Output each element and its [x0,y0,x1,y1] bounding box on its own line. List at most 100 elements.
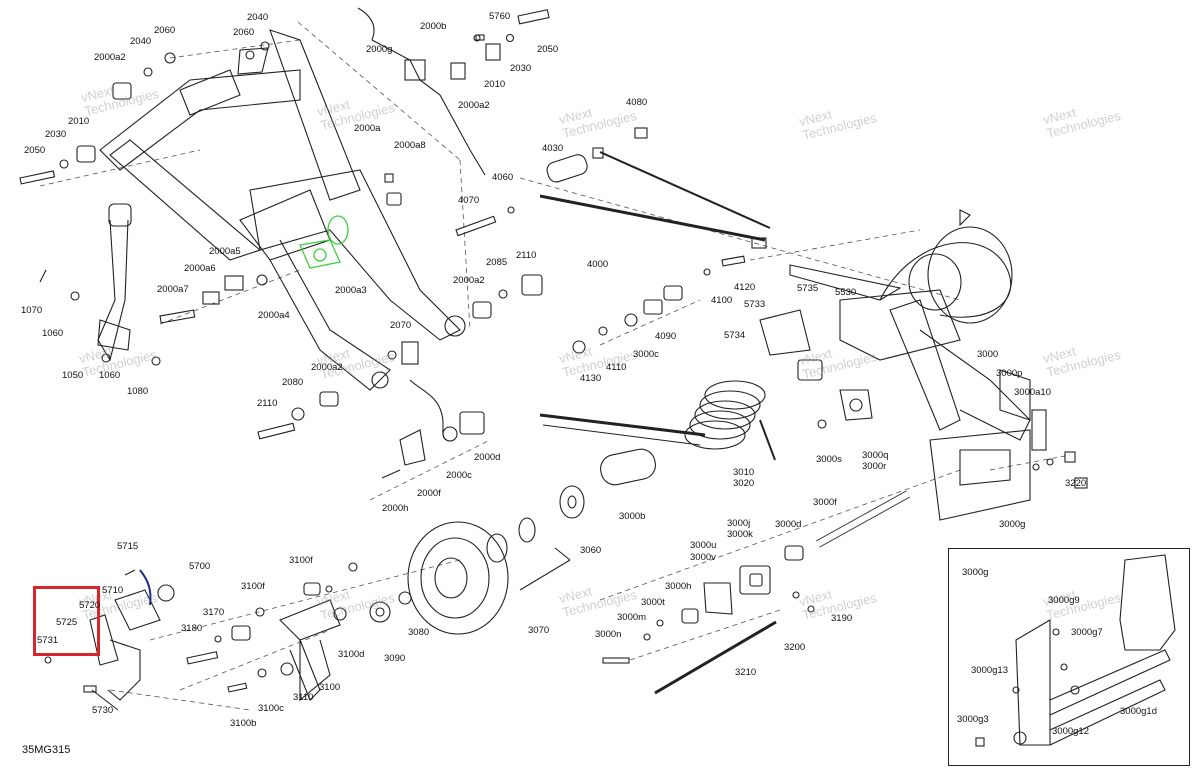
callout-label[interactable]: 2010 [484,79,506,90]
callout-label[interactable]: 2085 [486,257,508,268]
callout-label[interactable]: 3000d [775,519,802,530]
callout-label[interactable]: 3000u [690,540,717,551]
callout-label[interactable]: 2000h [382,503,409,514]
callout-label[interactable]: 3110 [293,692,314,703]
callout-label[interactable]: 2040 [130,36,152,47]
callout-label[interactable]: 3200 [784,642,806,653]
callout-label[interactable]: 3010 [733,467,755,478]
callout-label[interactable]: 4000 [587,259,609,270]
callout-label[interactable]: 3000s [816,454,842,465]
callout-label[interactable]: 3000g1d [1120,706,1157,717]
callout-label[interactable]: 3000j [727,518,751,529]
callout-label[interactable]: 3000h [665,581,692,592]
callout-label[interactable]: 2040 [247,12,269,23]
callout-label[interactable]: 3060 [580,545,602,556]
callout-label[interactable]: 2000b [420,21,447,32]
callout-label[interactable]: 3000g12 [1052,726,1089,737]
callout-label[interactable]: 3000n [595,629,622,640]
callout-label[interactable]: 3100b [230,718,257,729]
callout-label[interactable]: 3170 [203,607,225,618]
callout-label[interactable]: 2000c [446,470,472,481]
callout-label[interactable]: 2070 [390,320,412,331]
callout-label[interactable]: 3000g13 [971,665,1008,676]
callout-label[interactable]: 3000q [862,450,889,461]
callout-label[interactable]: 2000d [474,452,501,463]
callout-label[interactable]: 2080 [282,377,304,388]
callout-label[interactable]: 5725 [56,617,78,628]
callout-label[interactable]: 5730 [92,705,114,716]
callout-label[interactable]: 4120 [734,282,756,293]
callout-label[interactable]: 1060 [42,328,64,339]
callout-label[interactable]: 5710 [102,585,124,596]
callout-label[interactable]: 3000a10 [1014,387,1051,398]
callout-label[interactable]: 5734 [724,330,746,341]
callout-label[interactable]: 4080 [626,97,648,108]
callout-label[interactable]: 2000a2 [458,100,490,111]
callout-label[interactable]: 4100 [711,295,733,306]
callout-label[interactable]: 1070 [21,305,43,316]
callout-label[interactable]: 2000a [354,123,381,134]
callout-label[interactable]: 3100 [319,682,341,693]
callout-label[interactable]: 3000v [690,552,716,563]
callout-label[interactable]: 3000f [813,497,837,508]
callout-label[interactable]: 3000 [977,349,999,360]
callout-label[interactable]: 3210 [735,667,757,678]
callout-label[interactable]: 3080 [408,627,430,638]
callout-label[interactable]: 2010 [68,116,90,127]
callout-label[interactable]: 2000a2 [311,362,343,373]
callout-label[interactable]: 3000g9 [1048,595,1080,606]
callout-label[interactable]: 2060 [154,25,176,36]
callout-label[interactable]: 2030 [45,129,67,140]
callout-label[interactable]: 3000b [619,511,646,522]
callout-label[interactable]: 4130 [580,373,602,384]
callout-label[interactable]: 2000a2 [94,52,126,63]
callout-label[interactable]: 3100f [289,555,313,566]
callout-label[interactable]: 4060 [492,172,514,183]
callout-label[interactable]: 3000g [999,519,1026,530]
callout-label[interactable]: 2000f [417,488,441,499]
callout-label[interactable]: 3070 [528,625,550,636]
callout-label[interactable]: 3000k [727,529,753,540]
callout-label[interactable]: 2000a6 [184,263,216,274]
callout-label[interactable]: 3000t [641,597,665,608]
callout-label[interactable]: 3100c [258,703,284,714]
callout-label[interactable]: 3090 [384,653,406,664]
callout-label[interactable]: 2060 [233,27,255,38]
callout-label[interactable]: 2050 [537,44,559,55]
callout-label[interactable]: 4070 [458,195,480,206]
callout-label[interactable]: 3000g3 [957,714,989,725]
callout-label[interactable]: 2000a8 [394,140,426,151]
callout-label[interactable]: 5720 [79,600,101,611]
callout-label[interactable]: 4030 [542,143,564,154]
callout-label[interactable]: 5733 [744,299,766,310]
callout-label[interactable]: 5715 [117,541,139,552]
callout-label[interactable]: 1080 [127,386,149,397]
callout-label[interactable]: 3000p [996,368,1023,379]
callout-label[interactable]: 4090 [655,331,677,342]
callout-label[interactable]: 3180 [181,623,203,634]
callout-label[interactable]: 3000r [862,461,887,472]
callout-label[interactable]: 2000a7 [157,284,189,295]
highlighted-part-region[interactable] [33,586,100,656]
callout-label[interactable]: 3190 [831,613,853,624]
callout-label[interactable]: 2000a3 [335,285,367,296]
callout-label[interactable]: 3100f [241,581,265,592]
callout-label[interactable]: 3100d [338,649,365,660]
callout-label[interactable]: 2000g [366,44,393,55]
callout-label[interactable]: 5700 [189,561,211,572]
callout-label[interactable]: 1060 [99,370,121,381]
callout-label[interactable]: 2000a5 [209,246,241,257]
callout-label[interactable]: 1050 [62,370,84,381]
callout-label[interactable]: 3020 [733,478,755,489]
callout-label[interactable]: 5530 [835,287,857,298]
callout-label[interactable]: 5731 [37,635,59,646]
callout-label[interactable]: 3220 [1065,478,1087,489]
callout-label[interactable]: 2030 [510,63,532,74]
callout-label[interactable]: 4110 [606,362,627,373]
callout-label[interactable]: 3000c [633,349,659,360]
callout-label[interactable]: 2110 [516,250,537,261]
callout-label[interactable]: 3000m [617,612,647,623]
callout-label[interactable]: 5735 [797,283,819,294]
callout-label[interactable]: 2050 [24,145,46,156]
callout-label[interactable]: 5760 [489,11,511,22]
